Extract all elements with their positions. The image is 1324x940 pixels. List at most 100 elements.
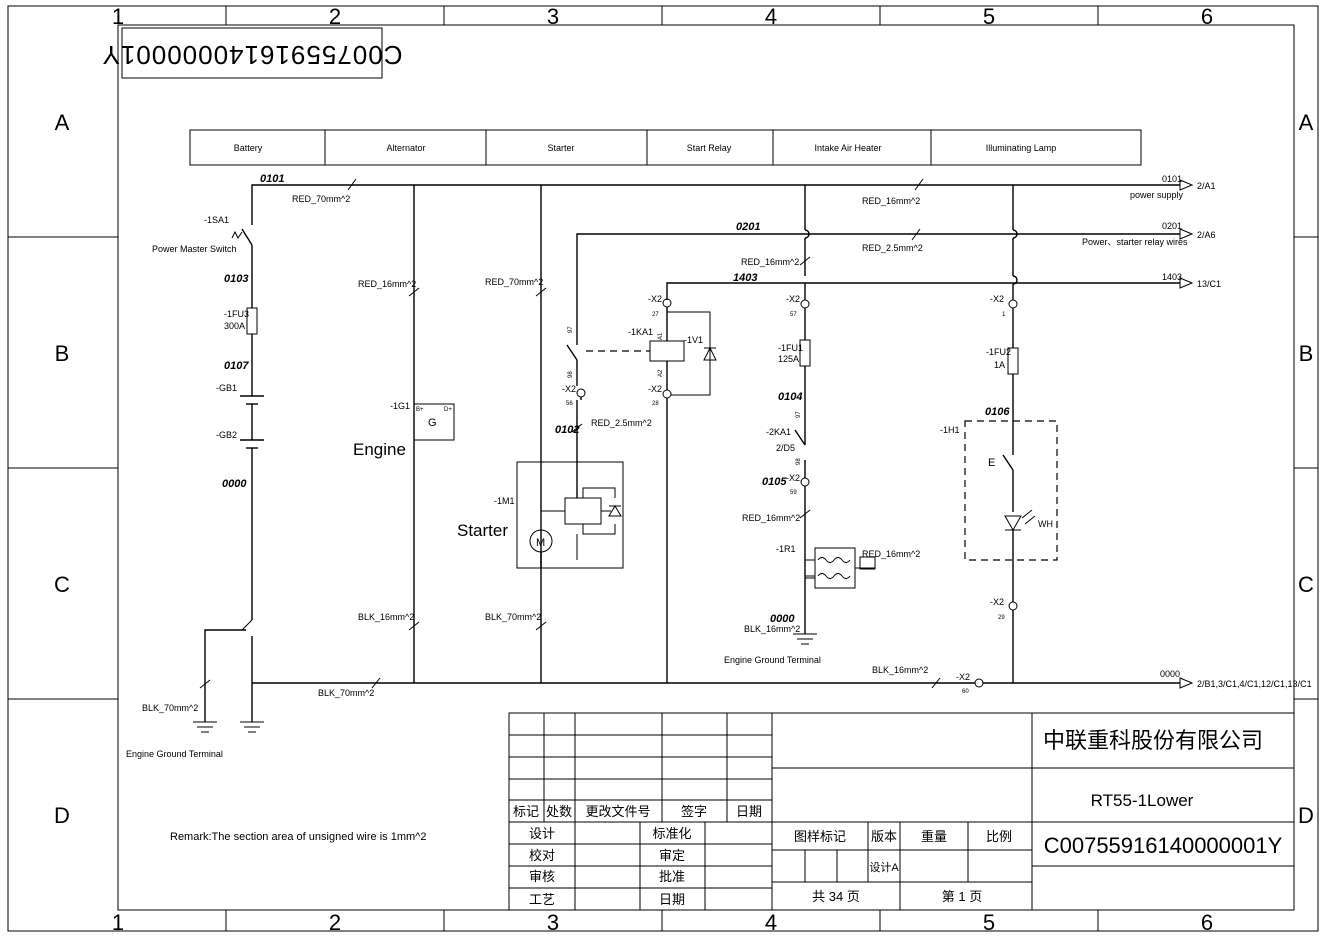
cable-spec: BLK_70mm^2 [318,688,374,698]
cable-spec: RED_2.5mm^2 [862,243,923,253]
drawing-code: C00755916140000001Y [1044,833,1283,858]
header-illuminating-lamp: Illuminating Lamp [986,143,1057,153]
terminal-number: 59 [790,490,797,496]
col-label: 1 [112,910,124,935]
total-pages: 共 34 页 [812,889,860,904]
engine-label: Engine [353,440,406,459]
row-label: B [1299,341,1314,366]
page-number: 第 1 页 [942,889,982,904]
lamp-color: WH [1038,519,1053,529]
cable-spec: RED_16mm^2 [358,279,416,289]
wire-label: 1403 [733,272,757,284]
terminal-label: -X2 [648,384,662,394]
rev-header: 处数 [546,804,572,819]
cable-spec: RED_16mm^2 [862,549,920,559]
header-battery: Battery [234,143,263,153]
terminal-number: 60 [962,689,969,695]
row-label: D [54,803,70,828]
starter-motor-symbol: M [536,537,545,549]
output-reference: 2/A1 [1197,181,1216,191]
prop-label: 版本 [871,829,897,844]
col-label: 6 [1201,910,1213,935]
version-value: 设计A [869,861,899,874]
terminal-number: 56 [566,401,573,407]
pin-label: A2 [658,369,664,377]
row-label: C [54,572,70,597]
remark-note: Remark:The section area of unsigned wire… [170,831,426,843]
terminal-number: 27 [652,312,659,318]
output-reference: 13/C1 [1197,279,1221,289]
row-label: D [1298,803,1314,828]
cable-spec: BLK_70mm^2 [485,612,541,622]
sign-label: 日期 [659,892,685,907]
fuse-fu3-value: 300A [224,321,245,331]
cable-spec: RED_70mm^2 [292,194,350,204]
power-master-switch-label: -1SA1 [204,215,229,225]
output-references: 0101 power supply 2/A1 0201 Power、starte… [1082,174,1312,689]
header-alternator: Alternator [386,143,425,153]
sign-label: 设计 [529,826,555,841]
col-label: 2 [329,4,341,29]
output-wire-number: 1403 [1162,272,1182,282]
wire-label: 0000 [770,613,795,625]
header-intake-air-heater: Intake Air Heater [814,143,881,153]
terminal-label: -X2 [990,597,1004,607]
lamp-switch-symbol: E [988,457,995,469]
battery-gb1-label: -GB1 [216,383,237,393]
cable-spec: RED_2.5mm^2 [591,418,652,428]
wire-label: 0106 [985,406,1010,418]
row-label: B [55,341,70,366]
rev-header: 日期 [736,804,762,819]
pin-label: 98 [568,371,574,378]
alternator-pin: B+ [416,407,424,413]
cable-spec: RED_16mm^2 [741,257,799,267]
col-label: 5 [983,4,995,29]
start-relay-label: -1KA1 [628,327,653,337]
alternator-pin: D+ [444,407,452,413]
fuse-fu1-value: 125A [778,354,799,364]
output-description: power supply [1130,190,1184,200]
title-block: 中联重科股份有限公司 RT55-1Lower C0075591614000000… [508,712,1295,911]
terminal-label: -X2 [990,294,1004,304]
output-wire-number: 0000 [1160,669,1180,679]
terminal-number: 29 [998,615,1005,621]
col-label: 2 [329,910,341,935]
engine-ground-left-label: Engine Ground Terminal [126,749,223,759]
terminal-number: 28 [652,401,659,407]
header-start-relay: Start Relay [687,143,732,153]
wire-numbers: 0101 0103 0107 0000 0201 1403 0102 0104 … [222,173,1010,625]
terminal-label: -X2 [562,384,576,394]
wire-label: 0105 [762,476,787,488]
output-description: Power、starter relay wires [1082,237,1188,247]
terminal-label: -X2 [786,473,800,483]
engine-ground-mid-label: Engine Ground Terminal [724,655,821,665]
wire-label: 0101 [260,173,284,185]
col-label: 5 [983,910,995,935]
terminal-number: 1 [1002,312,1006,318]
rev-header: 更改文件号 [585,804,650,819]
terminal-label: -X2 [648,294,662,304]
cable-spec: BLK_70mm^2 [142,703,198,713]
heater-label: -1R1 [776,544,796,554]
alternator-symbol: G [428,417,437,429]
sign-label: 批准 [659,869,685,884]
col-label: 3 [547,910,559,935]
sign-label: 校对 [529,848,555,863]
wire-label: 0104 [778,391,802,403]
heater-relay-ref: 2/D5 [776,443,795,453]
cable-spec: BLK_16mm^2 [744,624,800,634]
pin-label: 97 [568,326,574,333]
pin-label: 98 [796,458,802,465]
wire-label: 0107 [224,360,249,372]
section-header: Battery Alternator Starter Start Relay I… [189,129,1142,166]
fuse-fu3-label: -1FU3 [224,309,249,319]
drawing-number-stamp: C00755916140000001Y [102,40,403,70]
terminal-label: -X2 [956,672,970,682]
wire-label: 0000 [222,478,247,490]
lamp-label: -1H1 [940,425,960,435]
power-master-switch-name: Power Master Switch [152,244,237,254]
battery-gb2-label: -GB2 [216,430,237,440]
output-reference: 2/B1,3/C1,4/C1,12/C1,13/C1 [1197,679,1312,689]
sign-label: 审核 [529,869,555,884]
